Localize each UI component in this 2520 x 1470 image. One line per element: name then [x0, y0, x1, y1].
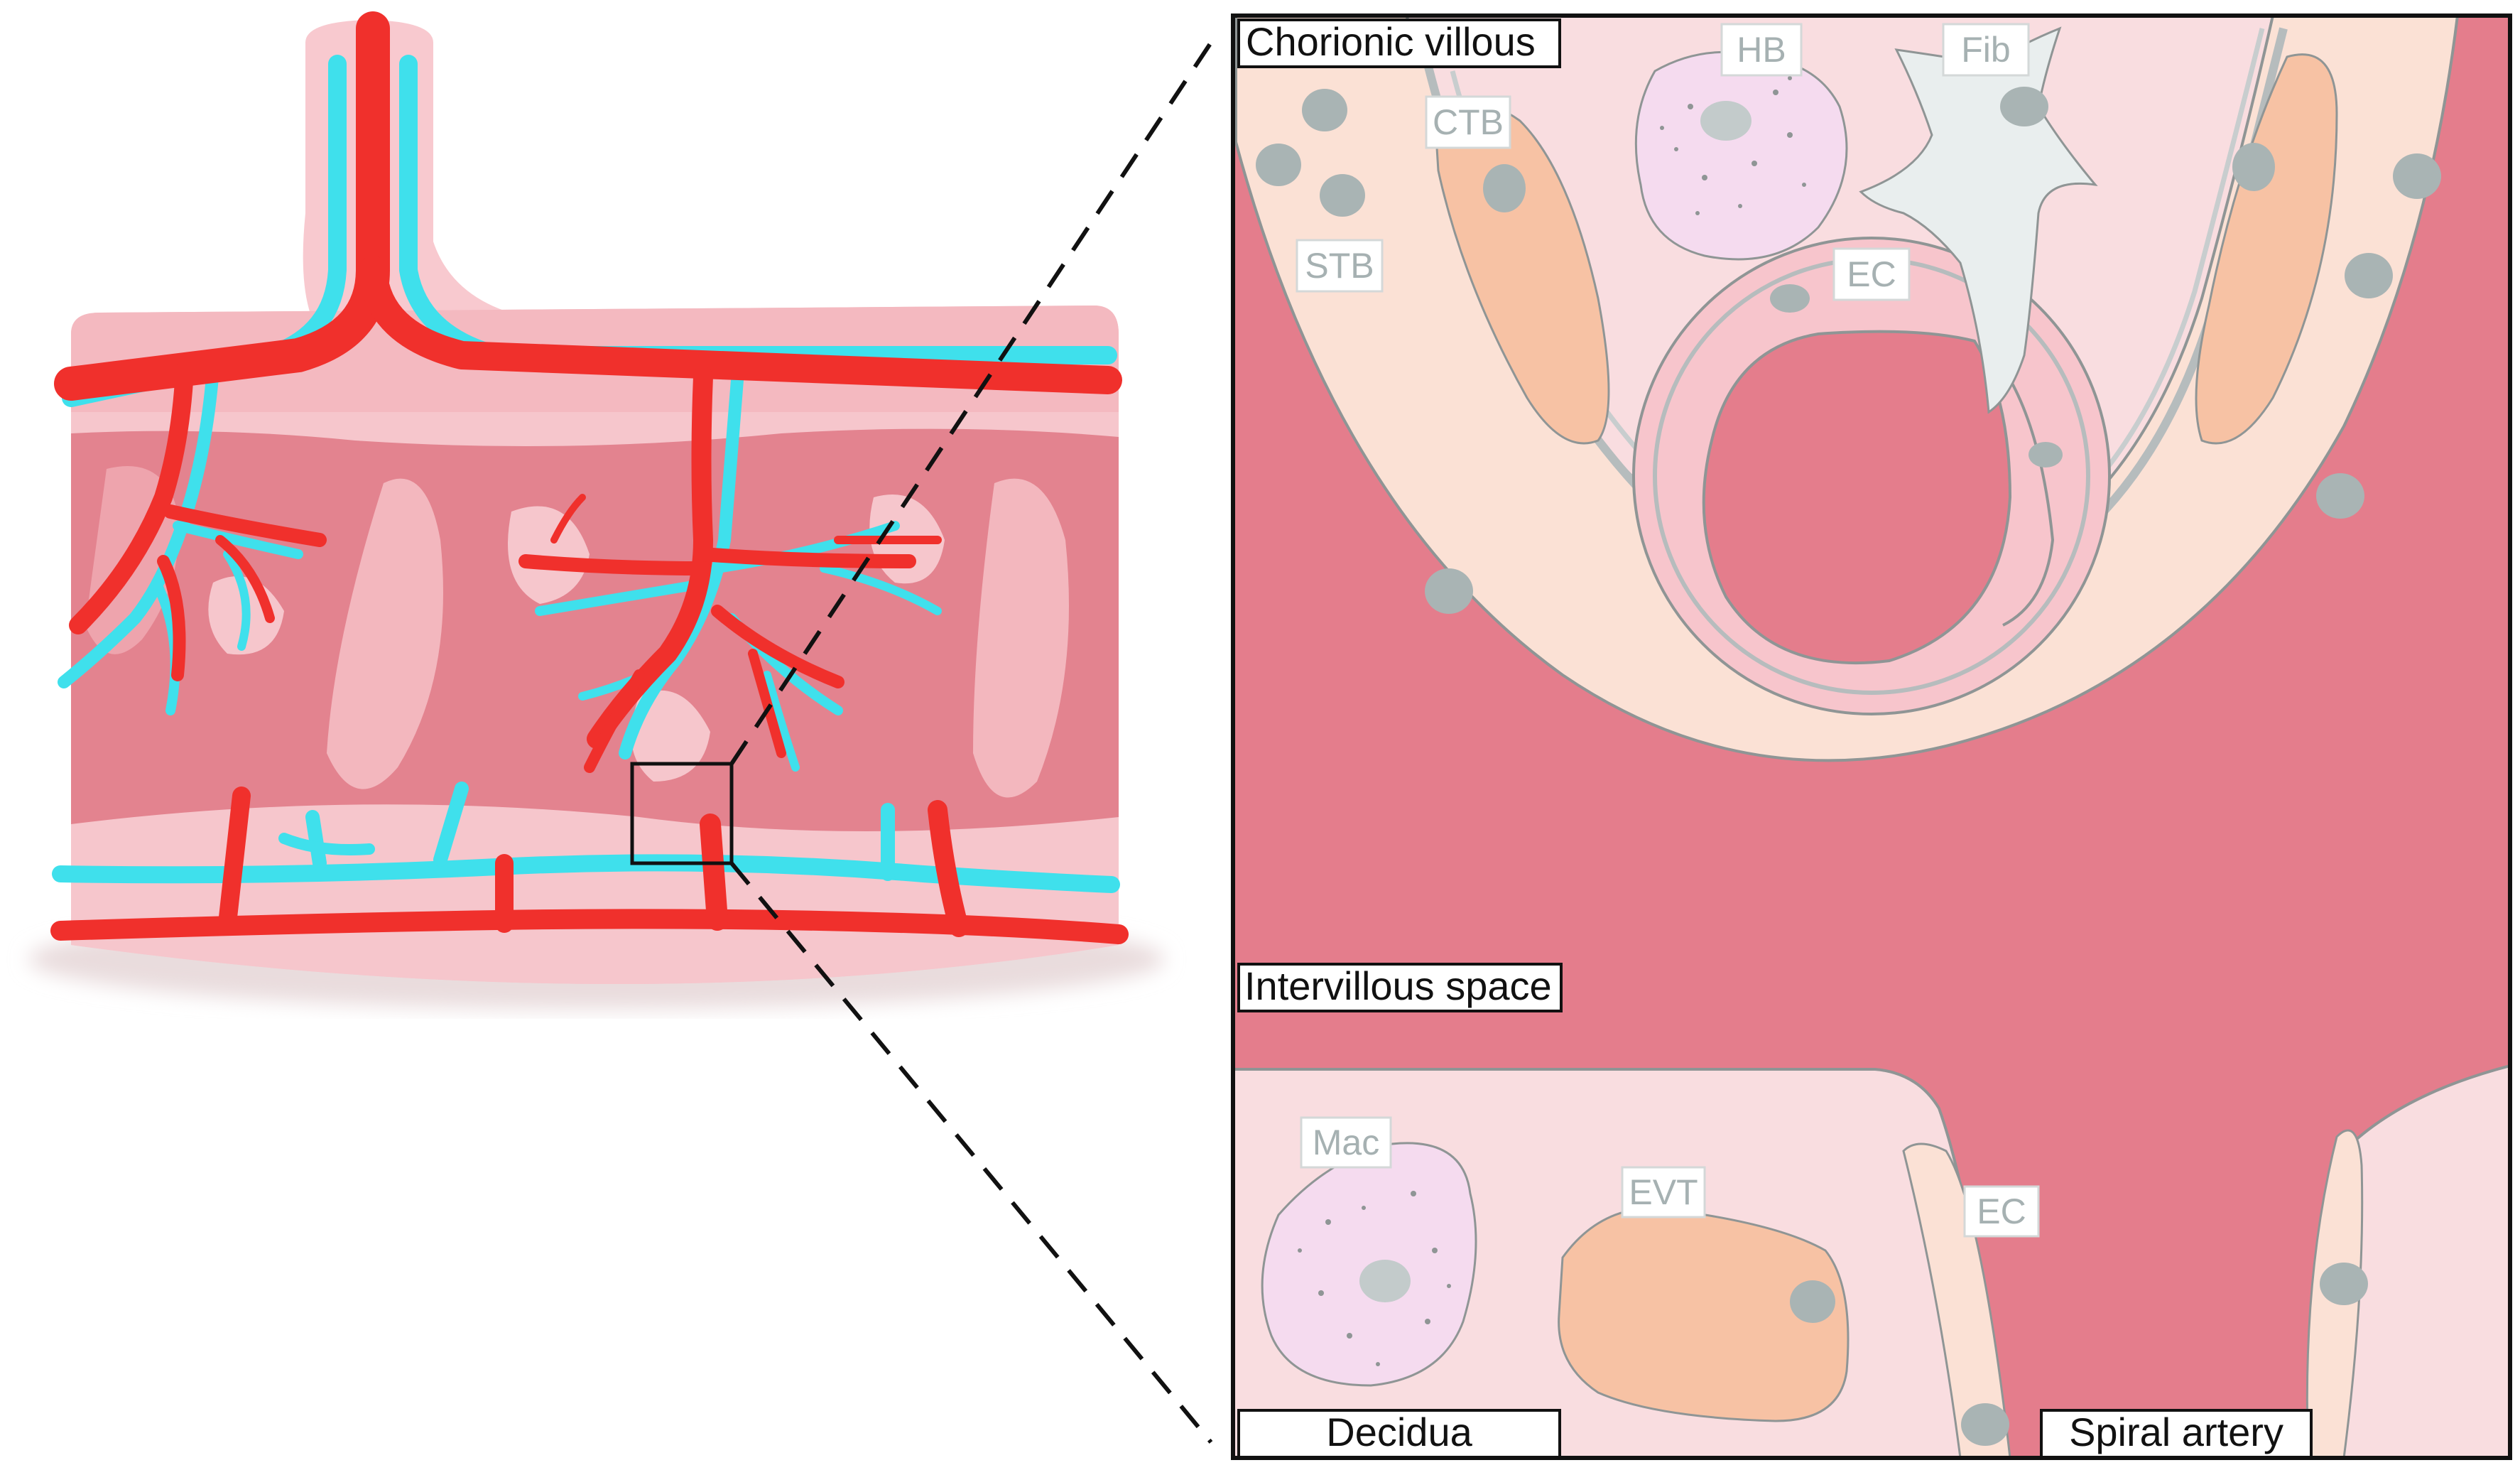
svg-text:EVT: EVT — [1629, 1172, 1698, 1212]
cell-label-ctb: CTB — [1425, 95, 1511, 149]
cell-label-hb: HB — [1720, 23, 1803, 77]
septum — [973, 478, 1069, 798]
evt-nucleus — [1790, 1280, 1835, 1323]
zoom-panel-border — [1231, 13, 2512, 1460]
capillary-lumen — [1702, 330, 2012, 665]
cell-label-ec-villous: EC — [1832, 247, 1911, 301]
zoom-panel — [1233, 16, 2510, 1458]
cell-label-fib: Fib — [1942, 23, 2030, 77]
svg-text:Chorionic villous: Chorionic villous — [1246, 19, 1536, 64]
fibroblast-nucleus — [2000, 87, 2048, 126]
label-intervillous-space: Intervillous space — [1237, 963, 1563, 1012]
artery-endothelial-nucleus — [1961, 1403, 2009, 1446]
svg-text:EC: EC — [1847, 254, 1896, 294]
svg-text:HB: HB — [1737, 30, 1786, 70]
cell-labels: HB Fib CTB STB EC Mac EVT EC — [1296, 23, 2040, 1238]
placenta-cross-section — [28, 11, 1165, 1009]
artery-endothelial-cell-left — [1902, 1142, 2011, 1458]
artery-endothelial-nucleus — [2320, 1263, 2368, 1305]
svg-text:CTB: CTB — [1433, 102, 1504, 142]
region-labels: Chorionic villous Intervillous space Dec… — [1237, 18, 2313, 1459]
svg-text:STB: STB — [1305, 246, 1374, 286]
macrophage-cell — [1261, 1142, 1477, 1387]
label-chorionic-villous: Chorionic villous — [1237, 18, 1561, 68]
cytotrophoblast-cell-right — [2195, 53, 2338, 445]
label-spiral-artery: Spiral artery — [2040, 1409, 2313, 1459]
hofbauer-granules — [1660, 76, 1806, 215]
hofbauer-cell — [1634, 50, 1848, 261]
fibroblast — [1859, 26, 2098, 414]
zoom-connector-top — [729, 41, 1213, 765]
trophoblast-nuclei — [1256, 89, 2441, 614]
label-decidua: Decidua — [1237, 1409, 1561, 1459]
macrophage-nucleus — [1359, 1260, 1411, 1302]
villous-tip — [508, 506, 590, 604]
svg-text:Fib: Fib — [1961, 30, 2010, 70]
cell-label-stb: STB — [1296, 239, 1384, 293]
endothelial-nucleus — [1770, 284, 1810, 313]
svg-text:EC: EC — [1977, 1191, 2026, 1231]
cell-label-ec-artery: EC — [1963, 1185, 2040, 1238]
cell-label-mac: Mac — [1300, 1116, 1392, 1169]
septum — [327, 478, 443, 789]
macrophage-granules — [1298, 1191, 1451, 1366]
hofbauer-nucleus — [1700, 101, 1751, 141]
endothelial-nucleus — [2029, 442, 2063, 468]
fetal-arteries — [54, 11, 1122, 773]
zoom-selection-box — [630, 762, 734, 865]
svg-text:Mac: Mac — [1313, 1123, 1379, 1162]
zoom-connector-bottom — [729, 862, 1213, 1444]
svg-text:Intervillous space: Intervillous space — [1244, 963, 1552, 1008]
villous-tip — [631, 690, 710, 782]
cell-label-evt: EVT — [1621, 1166, 1706, 1218]
cytotrophoblast-cell-left — [1433, 99, 1610, 445]
svg-text:Decidua: Decidua — [1326, 1410, 1472, 1454]
svg-text:Spiral artery: Spiral artery — [2069, 1410, 2283, 1454]
